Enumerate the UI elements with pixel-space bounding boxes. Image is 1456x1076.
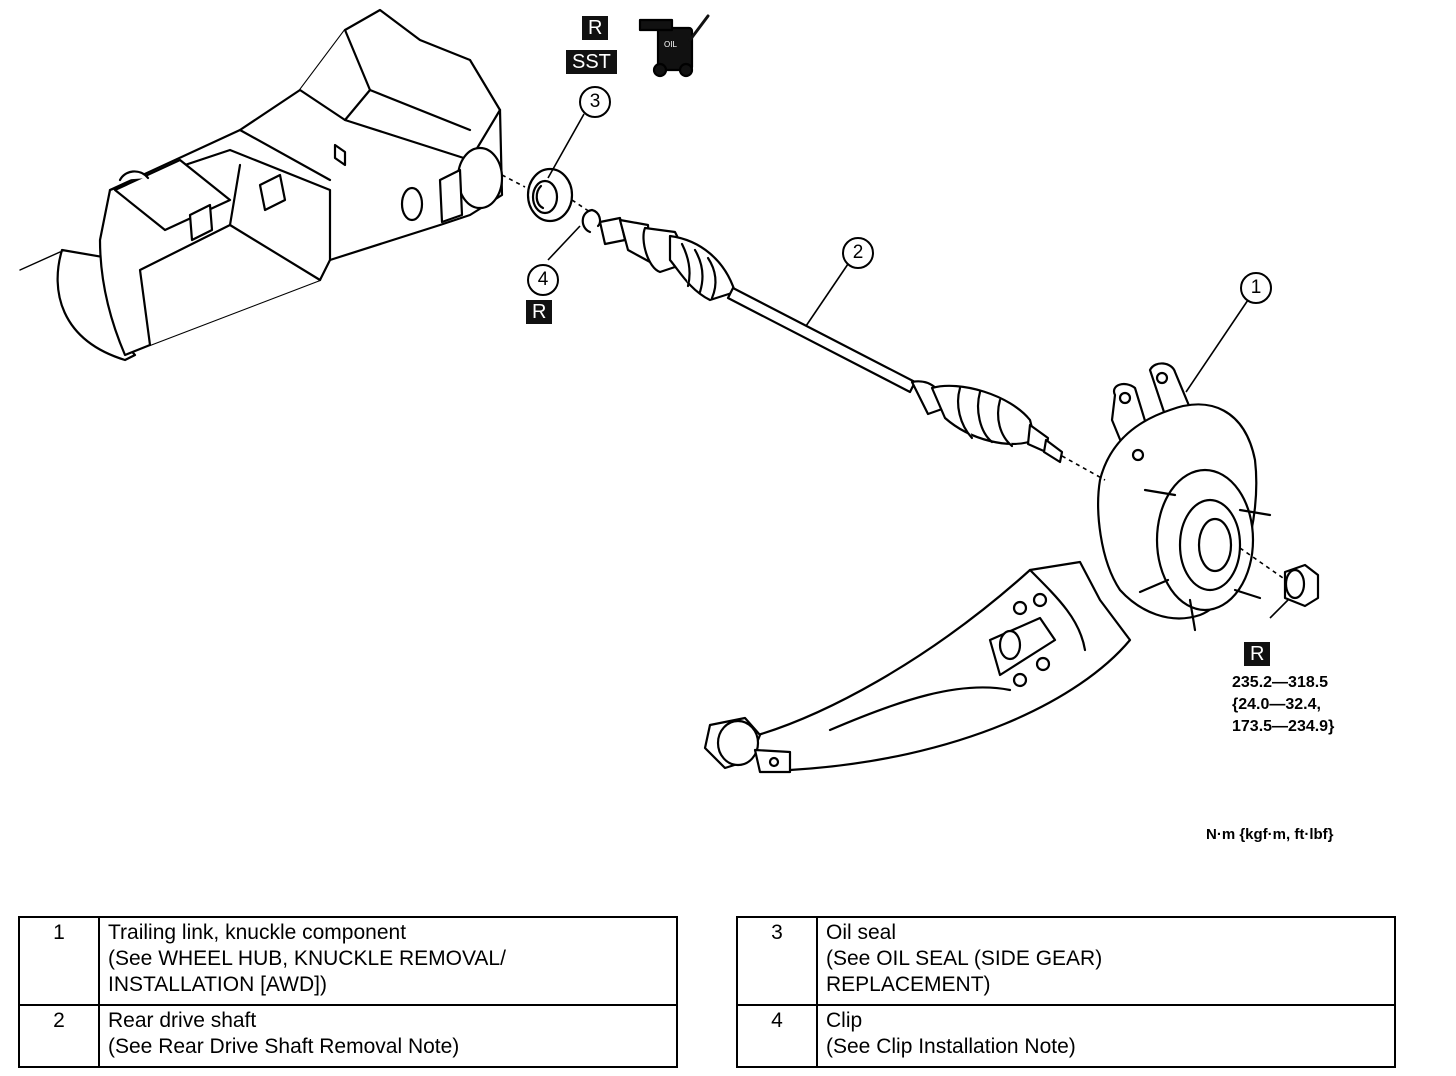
torque-units: N·m {kgf·m, ft·lbf} <box>1206 826 1334 843</box>
clip <box>581 208 602 234</box>
legend-note: (See Rear Drive Shaft Removal Note) <box>108 1035 460 1058</box>
hub-nut <box>1283 563 1320 608</box>
r-reuse-tag-clip: R <box>526 300 553 324</box>
callout-2: 2 <box>842 237 874 269</box>
oil-can-label: OIL <box>664 40 677 49</box>
legend-part-name: Clip <box>826 1009 863 1032</box>
torque-line-1: 235.2—318.5 <box>1232 674 1329 691</box>
legend-note: INSTALLATION [AWD]) <box>108 973 327 996</box>
legend-number: 1 <box>18 916 100 1006</box>
oil-seal <box>526 167 574 223</box>
trailing-link <box>703 560 1132 774</box>
table-row: 4 Clip (See Clip Installation Note) <box>736 1004 1396 1068</box>
table-row: 3 Oil seal (See OIL SEAL (SIDE GEAR) REP… <box>736 916 1396 1006</box>
legend-note: (See OIL SEAL (SIDE GEAR) <box>826 947 1103 970</box>
table-row: 2 Rear drive shaft (See Rear Drive Shaft… <box>18 1004 678 1068</box>
r-reuse-tag-top: R <box>582 16 609 40</box>
differential-housing <box>19 8 504 362</box>
legend-note: (See WHEEL HUB, KNUCKLE REMOVAL/ <box>108 947 506 970</box>
legend-number: 4 <box>736 1004 818 1068</box>
legend-description: Trailing link, knuckle component (See WH… <box>98 916 678 1006</box>
legend-description: Clip (See Clip Installation Note) <box>816 1004 1396 1068</box>
rear-drive-shaft <box>598 216 1064 464</box>
legend-part-name: Oil seal <box>826 921 897 944</box>
callout-1: 1 <box>1240 272 1272 304</box>
sst-tag: SST <box>566 50 617 74</box>
legend-note: REPLACEMENT) <box>826 973 991 996</box>
r-reuse-tag-nut: R <box>1244 642 1271 666</box>
legend-note: (See Clip Installation Note) <box>826 1035 1076 1058</box>
leader-lines <box>501 113 1289 619</box>
legend-part-name: Rear drive shaft <box>108 1009 257 1032</box>
legend-part-name: Trailing link, knuckle component <box>108 921 407 944</box>
torque-spec: 235.2—318.5 {24.0—32.4, 173.5—234.9} <box>1232 672 1334 738</box>
callout-4: 4 <box>527 264 559 296</box>
legend-description: Rear drive shaft (See Rear Drive Shaft R… <box>98 1004 678 1068</box>
oil-can-icon <box>638 14 710 78</box>
legend-table-right: 3 Oil seal (See OIL SEAL (SIDE GEAR) REP… <box>736 916 1396 1068</box>
torque-line-2: {24.0—32.4, <box>1232 696 1321 713</box>
knuckle-assembly <box>1097 362 1272 632</box>
exploded-diagram <box>19 8 1320 774</box>
legend-table-left: 1 Trailing link, knuckle component (See … <box>18 916 678 1068</box>
table-row: 1 Trailing link, knuckle component (See … <box>18 916 678 1006</box>
legend-number: 2 <box>18 1004 100 1068</box>
legend-description: Oil seal (See OIL SEAL (SIDE GEAR) REPLA… <box>816 916 1396 1006</box>
torque-line-3: 173.5—234.9} <box>1232 718 1335 735</box>
legend-number: 3 <box>736 916 818 1006</box>
callout-3: 3 <box>579 86 611 118</box>
